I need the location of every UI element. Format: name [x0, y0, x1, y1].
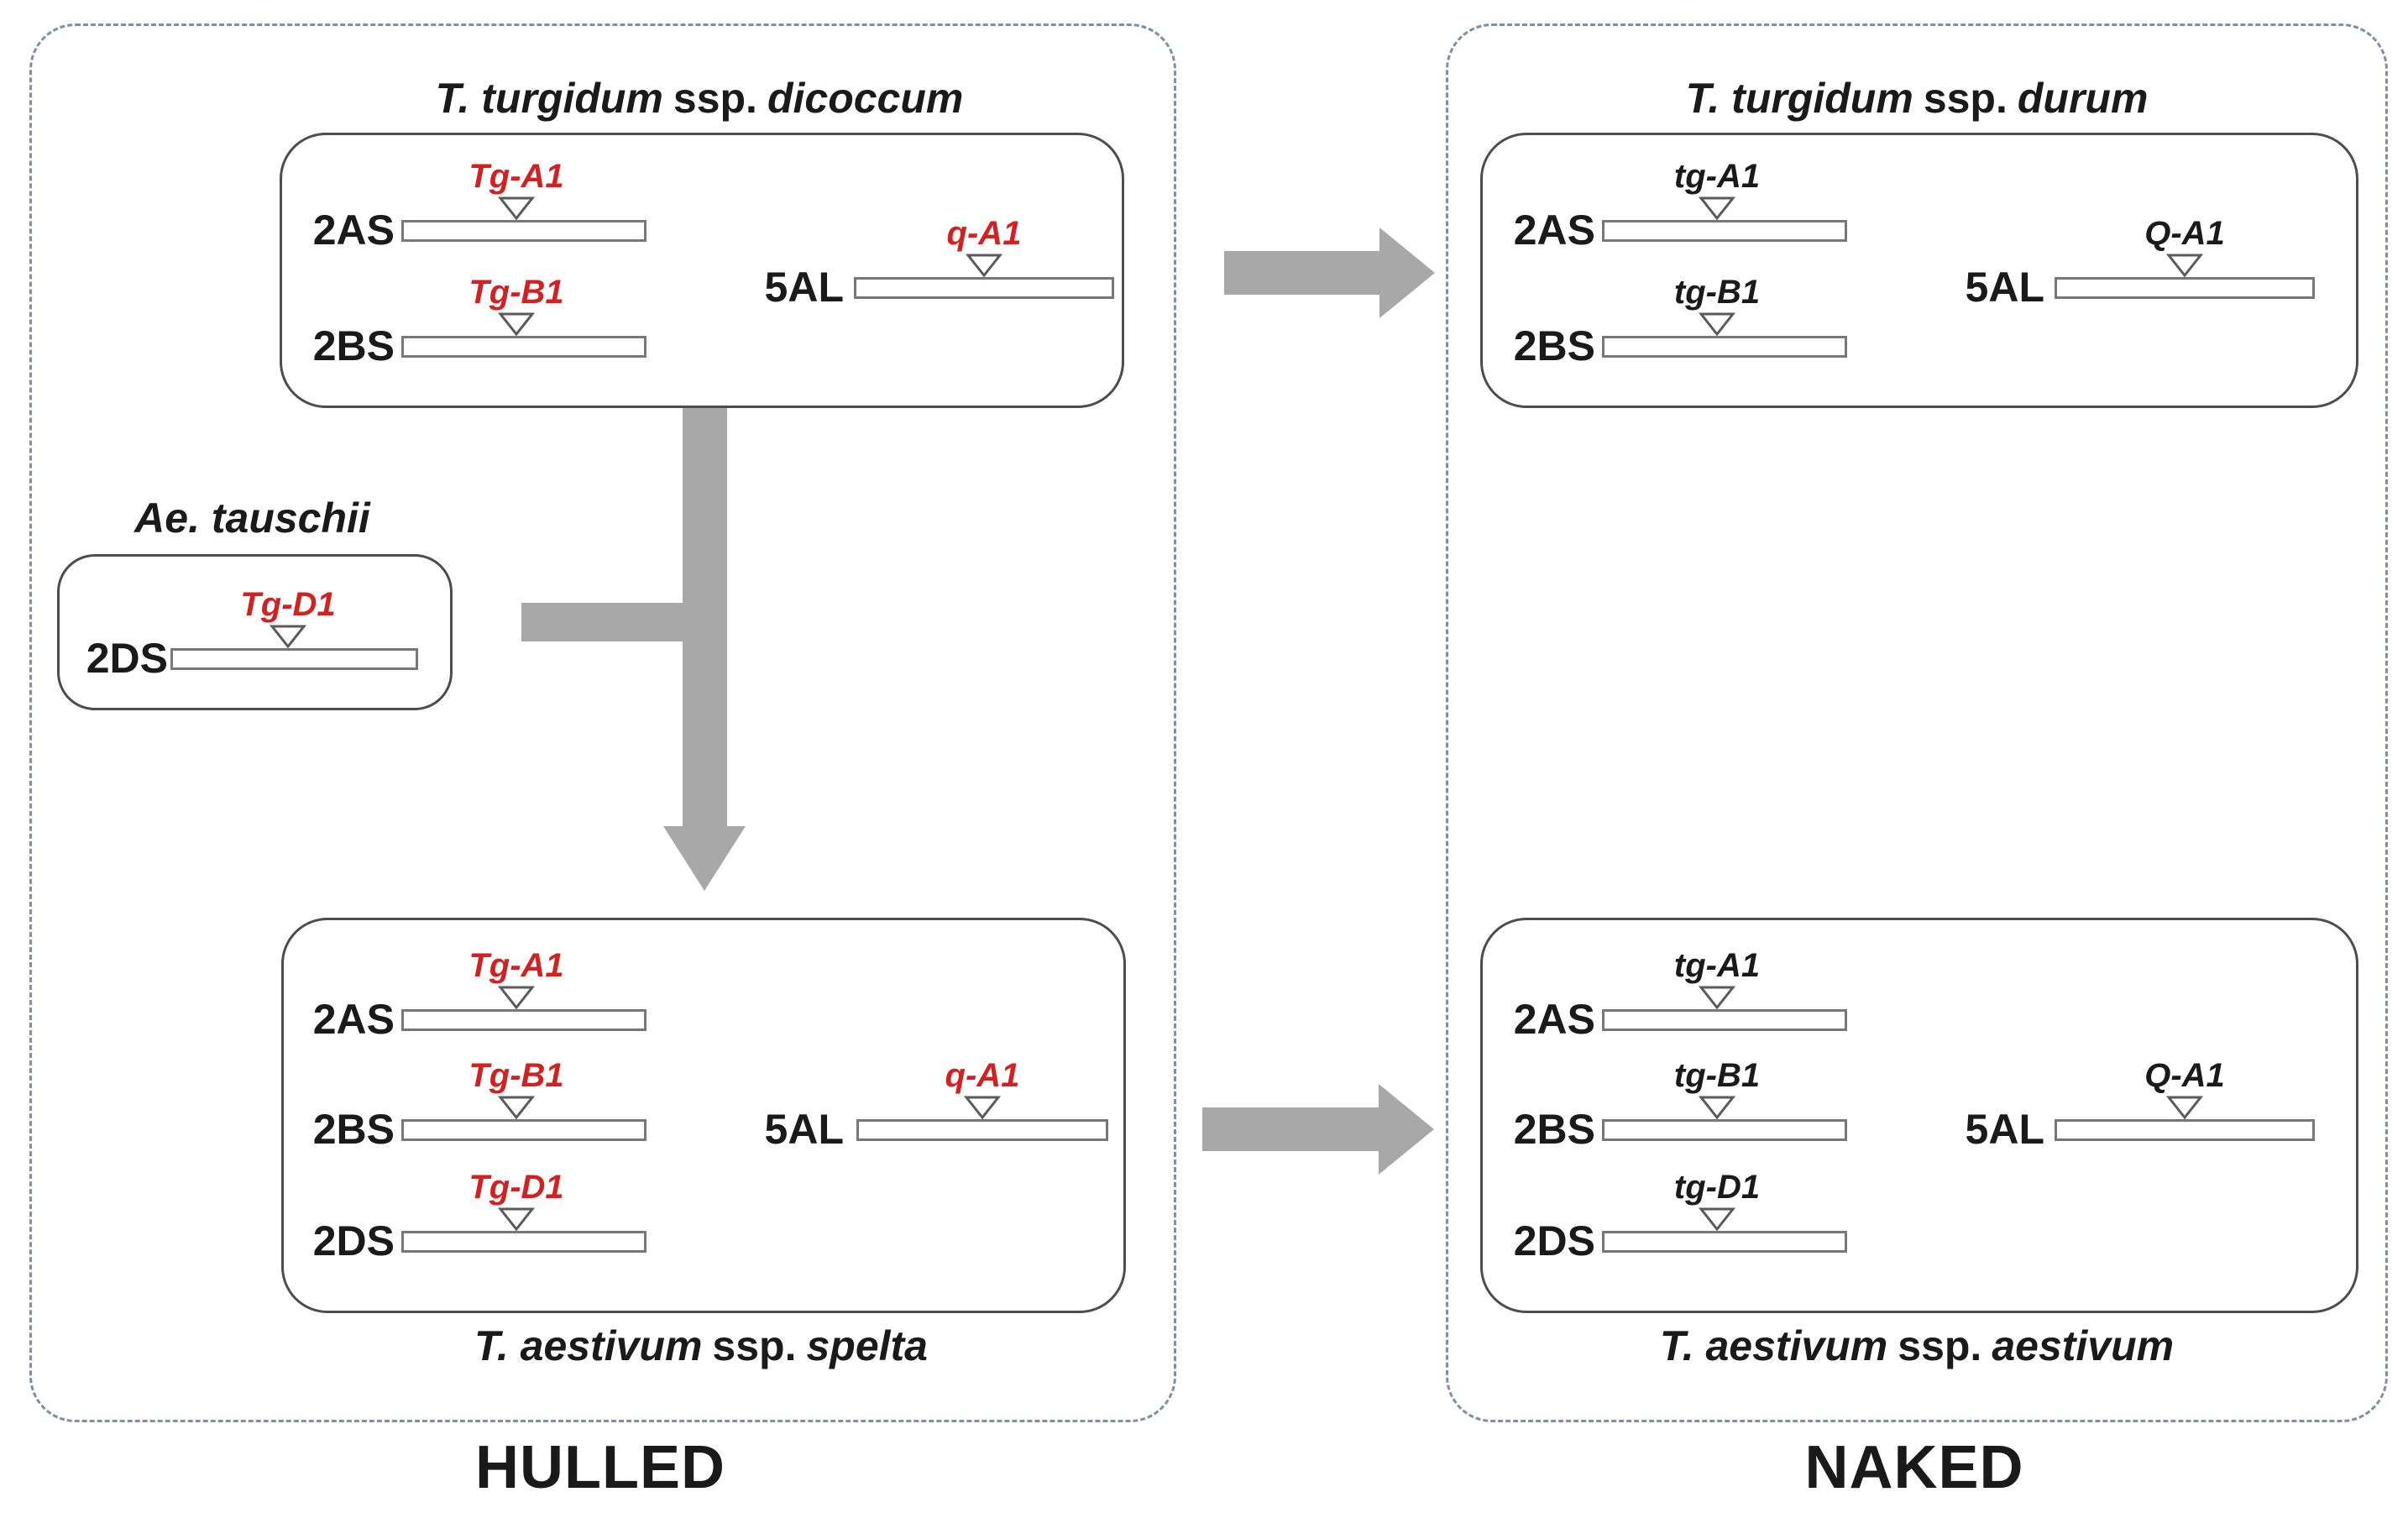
figure-label-hulled: HULLED: [475, 1434, 725, 1501]
locus-marker-icon: [1699, 312, 1735, 336]
title-epithet: spelta: [806, 1322, 928, 1369]
gene-label: tg-A1: [1673, 158, 1761, 195]
chromosome-bar: [854, 277, 1114, 299]
title-genus: Ae. tauschii: [134, 495, 370, 542]
locus-marker-icon: [2166, 1096, 2203, 1119]
title-genus: T. aestivum: [474, 1322, 703, 1369]
locus-marker-icon: [270, 625, 306, 648]
gene-label: Tg-B1: [469, 274, 564, 311]
title-rank: ssp.: [673, 75, 757, 122]
gene-label: Tg-B1: [469, 1057, 564, 1094]
locus-marker-icon: [1699, 1096, 1735, 1119]
chromosome-bar: [170, 648, 418, 670]
gene-label: q-A1: [945, 1057, 1020, 1094]
chromosome-label: 2BS: [1513, 1106, 1595, 1153]
chromosome-label: 2DS: [86, 635, 168, 682]
arrow-shaft: [683, 405, 727, 826]
chromosome-label: 2BS: [312, 1106, 395, 1153]
chromosome-label: 5AL: [1965, 264, 2044, 311]
arrow-head-down-icon: [663, 826, 746, 891]
gene-label: tg-B1: [1673, 274, 1761, 311]
chromosome-bar: [401, 220, 646, 242]
panel-naked: [1446, 24, 2388, 1422]
chromosome-label: 2DS: [312, 1217, 395, 1264]
arrow-head-right-icon: [1379, 228, 1435, 318]
arrow-shaft: [1202, 1107, 1379, 1151]
gene-label: Tg-A1: [469, 947, 564, 984]
title-epithet: durum: [2017, 75, 2149, 122]
title-epithet: dicoccum: [767, 75, 964, 122]
gene-label: tg-A1: [1673, 947, 1761, 984]
species-box-aestivum: [1480, 918, 2358, 1313]
chromosome-label: 2AS: [312, 207, 395, 254]
chromosome-label: 5AL: [1965, 1106, 2044, 1153]
title-genus: T. turgidum: [1685, 75, 1913, 122]
locus-marker-icon: [1699, 196, 1735, 220]
chromosome-bar: [1602, 220, 1847, 242]
title-genus: T. turgidum: [435, 75, 663, 122]
panel-hulled: [29, 24, 1176, 1422]
title-genus: T. aestivum: [1659, 1322, 1888, 1369]
chromosome-label: 2AS: [312, 996, 395, 1043]
chromosome-label: 2AS: [1513, 207, 1595, 254]
chromosome-bar: [1602, 1009, 1847, 1031]
chromosome-label: 5AL: [764, 1106, 844, 1153]
gene-label: Tg-A1: [469, 158, 564, 195]
locus-marker-icon: [498, 1207, 535, 1231]
locus-marker-icon: [498, 986, 535, 1009]
gene-label: q-A1: [946, 215, 1022, 252]
chromosome-bar: [1602, 1231, 1847, 1253]
chromosome-bar: [2055, 277, 2315, 299]
chromosome-bar: [401, 336, 646, 358]
chromosome-bar: [401, 1119, 646, 1141]
gene-label: Q-A1: [2144, 215, 2225, 252]
title-rank: ssp.: [1898, 1322, 1982, 1369]
chromosome-bar: [401, 1231, 646, 1253]
chromosome-bar: [2055, 1119, 2315, 1141]
chromosome-label: 2AS: [1513, 996, 1595, 1043]
gene-label: tg-B1: [1673, 1057, 1761, 1094]
chromosome-label: 2BS: [1513, 322, 1595, 369]
arrow-shaft: [1224, 251, 1379, 295]
arrow-head-right-icon: [1379, 1084, 1434, 1175]
gene-label: Tg-D1: [240, 586, 336, 623]
locus-marker-icon: [498, 196, 535, 220]
chromosome-bar: [1602, 1119, 1847, 1141]
title-rank: ssp.: [1923, 75, 2008, 122]
figure-label-naked: NAKED: [1804, 1434, 2024, 1501]
locus-marker-icon: [964, 1096, 1001, 1119]
box-title-tauschii: Ae. tauschii: [57, 497, 448, 539]
chromosome-bar: [401, 1009, 646, 1031]
chromosome-label: 5AL: [764, 264, 844, 311]
species-box-durum: [1480, 133, 2358, 408]
gene-label: Tg-D1: [469, 1169, 564, 1206]
locus-marker-icon: [2166, 254, 2203, 277]
connector-tauschii-to-arrow: [521, 603, 689, 641]
chromosome-label: 2DS: [1513, 1217, 1595, 1264]
chromosome-label: 2BS: [312, 322, 395, 369]
gene-label: Q-A1: [2144, 1057, 2225, 1094]
locus-marker-icon: [1699, 986, 1735, 1009]
locus-marker-icon: [498, 1096, 535, 1119]
chromosome-bar: [1602, 336, 1847, 358]
species-box-tauschii: [57, 554, 453, 710]
chromosome-bar: [856, 1119, 1108, 1141]
locus-marker-icon: [498, 312, 535, 336]
gene-label: tg-D1: [1673, 1169, 1761, 1206]
title-epithet: aestivum: [1992, 1322, 2175, 1369]
title-rank: ssp.: [712, 1322, 797, 1369]
locus-marker-icon: [966, 254, 1002, 277]
locus-marker-icon: [1699, 1207, 1735, 1231]
